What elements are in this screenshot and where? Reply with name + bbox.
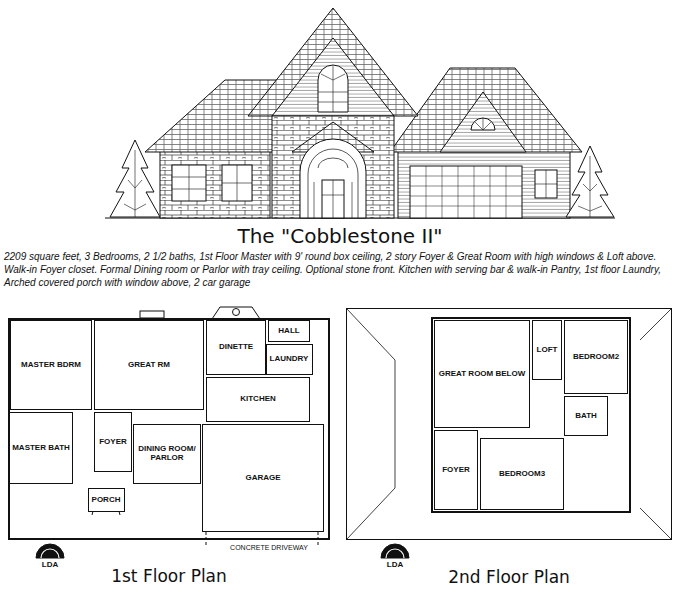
room-box: DINING ROOM/ PARLOR bbox=[133, 424, 201, 484]
room-box: FOYER bbox=[434, 430, 478, 510]
room-box: BEDROOM2 bbox=[564, 320, 628, 394]
room-box: GARAGE bbox=[202, 424, 324, 532]
room-label: PORCH bbox=[92, 496, 121, 505]
plan-heading: 2nd Floor Plan bbox=[448, 567, 570, 587]
room-label: FOYER bbox=[442, 466, 470, 475]
room-label: MASTER BDRM bbox=[21, 361, 81, 370]
plan-heading: 1st Floor Plan bbox=[111, 566, 227, 586]
room-box: DINETTE bbox=[206, 320, 266, 375]
room-label: KITCHEN bbox=[240, 395, 276, 404]
room-box: HALL bbox=[268, 320, 310, 342]
room-label: LOFT bbox=[537, 346, 558, 355]
plan-description: 2209 square feet, 3 Bedrooms, 2 1/2 bath… bbox=[4, 250, 676, 289]
lda-logo bbox=[36, 544, 409, 558]
room-label: FOYER bbox=[99, 438, 127, 447]
front-elevation bbox=[105, 8, 615, 218]
room-label: DINING ROOM/ PARLOR bbox=[136, 445, 198, 463]
room-label: DINETTE bbox=[219, 343, 253, 352]
room-box: LOFT bbox=[532, 320, 562, 380]
room-box: PORCH bbox=[88, 488, 125, 512]
room-box: MASTER BATH bbox=[9, 412, 73, 484]
room-box: GREAT ROOM BELOW bbox=[434, 320, 530, 428]
room-label: BATH bbox=[575, 412, 597, 421]
plan-details bbox=[92, 307, 671, 546]
room-box: LAUNDRY bbox=[266, 344, 313, 375]
room-box: BATH bbox=[564, 396, 608, 436]
room-box: FOYER bbox=[94, 412, 132, 472]
room-label: MASTER BATH bbox=[12, 444, 70, 453]
logo-text: LDA bbox=[379, 560, 411, 569]
room-label: GARAGE bbox=[245, 474, 280, 483]
plan-title: The "Cobblestone II" bbox=[0, 224, 680, 248]
floor-plan: 2nd Floor PlanGREAT ROOM BELOWLOFTBEDROO… bbox=[346, 308, 672, 540]
room-label: HALL bbox=[278, 327, 299, 336]
room-box: KITCHEN bbox=[206, 377, 310, 422]
floor-plan: 1st Floor PlanMASTER BDRMGREAT RMDINETTE… bbox=[8, 318, 330, 540]
room-label: GREAT RM bbox=[128, 361, 170, 370]
room-box: MASTER BDRM bbox=[10, 320, 92, 410]
logo-text: LDA bbox=[34, 560, 66, 569]
room-label: BEDROOM3 bbox=[499, 470, 545, 479]
room-box: GREAT RM bbox=[94, 320, 204, 410]
room-label: LAUNDRY bbox=[270, 355, 309, 364]
room-label: BEDROOM2 bbox=[573, 353, 619, 362]
room-label: GREAT ROOM BELOW bbox=[439, 370, 526, 379]
room-box: BEDROOM3 bbox=[480, 438, 564, 510]
driveway-label: CONCRETE DRIVEWAY bbox=[222, 544, 316, 551]
